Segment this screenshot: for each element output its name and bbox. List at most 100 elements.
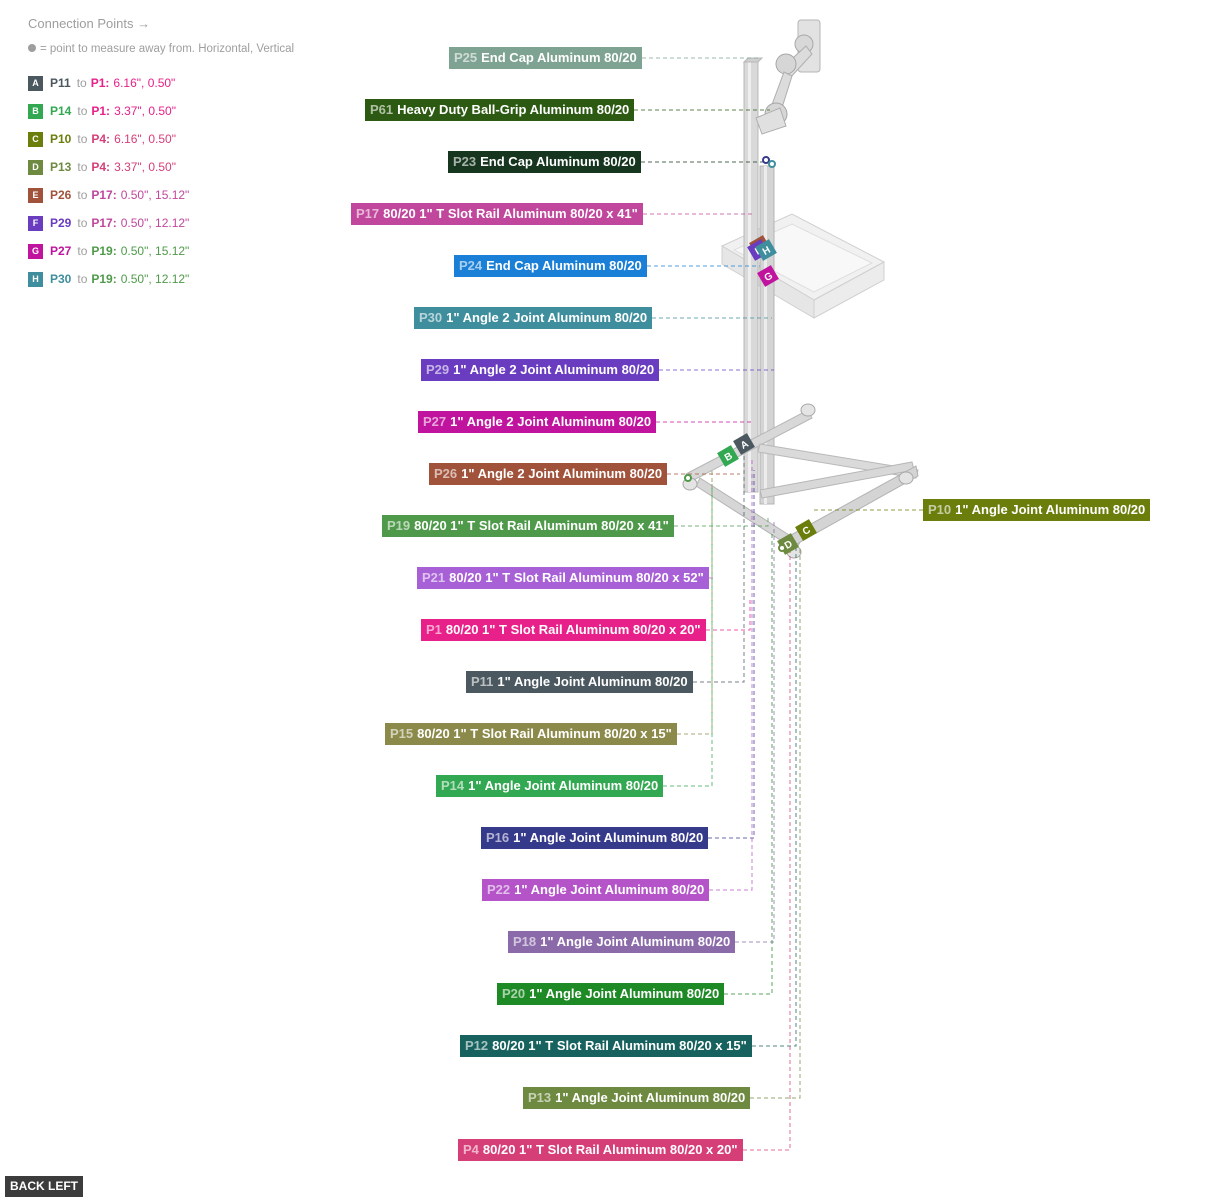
- legend-values: 0.50", 15.12": [120, 188, 190, 202]
- callout-part-name: 80/20 1" T Slot Rail Aluminum 80/20 x 41…: [383, 206, 638, 221]
- connection-point-badge-b: B: [717, 445, 739, 467]
- measure-point-dot-icon: [762, 156, 770, 164]
- legend-from-part: P26: [50, 188, 72, 202]
- callout-part-id: P18: [513, 934, 537, 949]
- legend-badge: B: [28, 103, 43, 119]
- rail-p17-cap: [742, 57, 764, 63]
- legend-from-part: P10: [50, 132, 72, 146]
- monitor-arm: [755, 19, 821, 135]
- legend-from-part: P30: [50, 272, 72, 286]
- callout-part-name: 1" Angle Joint Aluminum 80/20: [497, 674, 688, 689]
- connection-point-badge-c: C: [795, 519, 817, 541]
- callout-part-name: End Cap Aluminum 80/20: [480, 154, 636, 169]
- connection-point-badge-a: A: [733, 433, 755, 455]
- callout-part-id: P20: [502, 986, 526, 1001]
- callout-part-id: P29: [426, 362, 450, 377]
- connection-point-badge-g: G: [757, 265, 779, 287]
- back-left-button[interactable]: BACK LEFT: [5, 1176, 83, 1197]
- legend-note-text: = point to measure away from. Horizontal…: [40, 43, 295, 55]
- badge-letter: D: [783, 539, 795, 552]
- callout-part-id: P26: [434, 466, 458, 481]
- legend-badge: G: [28, 243, 43, 259]
- legend-to-word: to: [77, 188, 88, 202]
- callout-part-name: 80/20 1" T Slot Rail Aluminum 80/20 x 20…: [482, 1142, 738, 1157]
- legend-target-part: P19:: [91, 272, 117, 286]
- leader-line-p19: [674, 518, 769, 527]
- connection-point-badges: ABCDEFGH: [684, 156, 817, 555]
- badge-square: [795, 519, 817, 541]
- legend-to-word: to: [77, 160, 88, 174]
- legend-badge: C: [28, 131, 43, 147]
- legend-to-word: to: [76, 76, 87, 90]
- connection-points-legend: Connection Points → = point to measure a…: [28, 16, 328, 293]
- callout-part-id: P61: [370, 102, 394, 117]
- badge-letter: H: [761, 245, 773, 258]
- callout-part-id: P25: [454, 50, 478, 65]
- callout-part-id: P16: [486, 830, 510, 845]
- legend-from-part: P11: [50, 76, 71, 90]
- measure-point-dot-icon: [768, 160, 776, 168]
- measure-point-dot-icon: [28, 44, 36, 52]
- legend-note: = point to measure away from. Horizontal…: [28, 43, 328, 55]
- badge-letter: C: [801, 525, 813, 538]
- callout-part-name: 1" Angle 2 Joint Aluminum 80/20: [453, 362, 655, 377]
- callout-part-id: P22: [487, 882, 511, 897]
- legend-values: 3.37", 0.50": [114, 104, 176, 118]
- leader-line-p20: [724, 532, 773, 995]
- badge-square: [733, 433, 755, 455]
- connection-point-badge-h: H: [755, 239, 777, 261]
- legend-target-part: P19:: [91, 244, 117, 258]
- callout-part-id: P30: [419, 310, 443, 325]
- legend-target-part: P1:: [91, 104, 111, 118]
- badge-square: [717, 445, 739, 467]
- leader-line-p11: [693, 448, 745, 683]
- legend-to-word: to: [77, 132, 88, 146]
- callout-part-id: P21: [422, 570, 446, 585]
- callout-part-id: P15: [390, 726, 414, 741]
- legend-from-part: P14: [50, 104, 72, 118]
- legend-badge: E: [28, 187, 43, 203]
- measure-point-dot-icon: [778, 544, 786, 552]
- callout-part-name: 1" Angle Joint Aluminum 80/20: [955, 502, 1146, 517]
- leader-line-p18: [735, 520, 775, 943]
- callout-part-name: 80/20 1" T Slot Rail Aluminum 80/20 x 41…: [414, 518, 669, 533]
- stand-model-illustration: [682, 19, 919, 559]
- legend-target-part: P17:: [91, 188, 117, 202]
- legend-values: 3.37", 0.50": [114, 160, 176, 174]
- callout-part-id: P23: [453, 154, 477, 169]
- rail-p17-highlight: [748, 62, 751, 492]
- measure-point-dot-icon: [684, 474, 692, 482]
